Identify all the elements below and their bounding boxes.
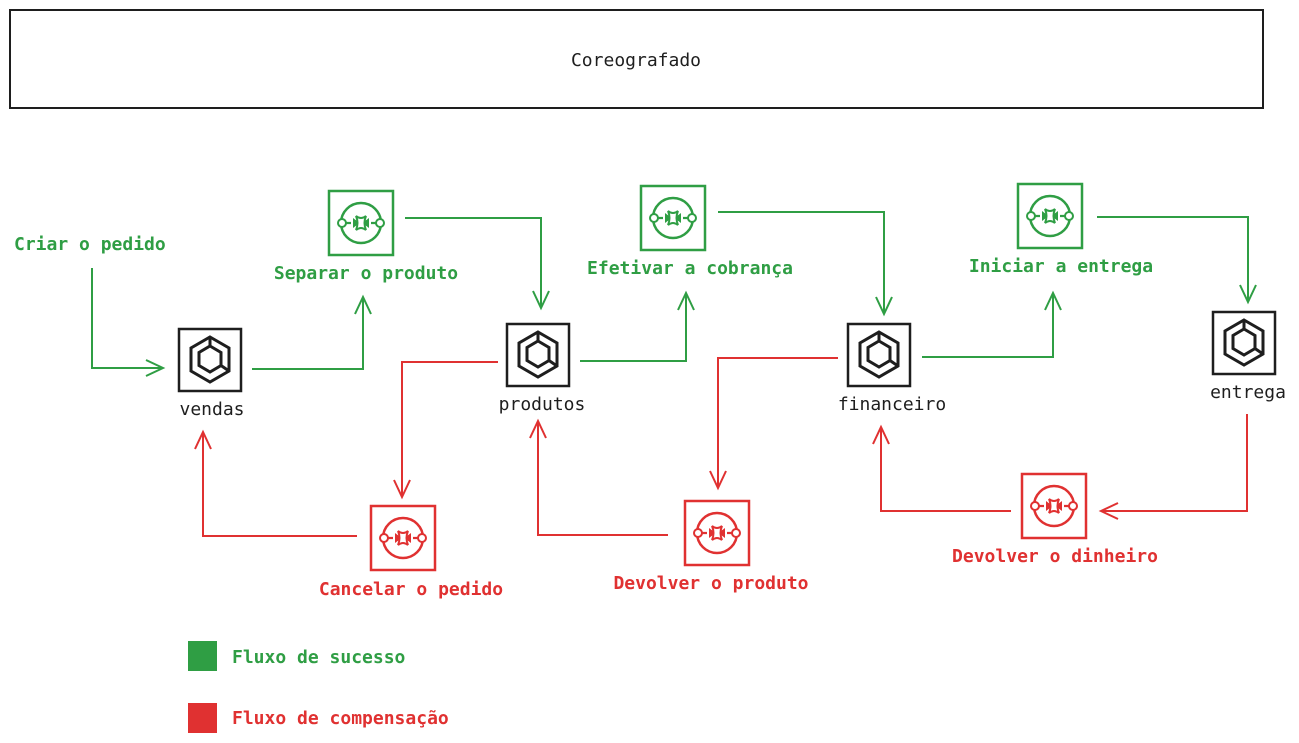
service-label: financeiro [838, 394, 946, 415]
legend-item-success: Fluxo de sucesso [188, 641, 405, 671]
service-label: entrega [1210, 382, 1286, 403]
event-icon [1020, 472, 1088, 540]
arrow-entrega-to-devolver-dinheiro [1101, 414, 1248, 512]
event-icon [639, 184, 707, 252]
service-financeiro: financeiro [838, 322, 946, 415]
event-efetivar-a-cobranca: Efetivar a cobrança [587, 184, 793, 279]
arrow-cancelar-to-vendas [202, 432, 357, 537]
legend-label: Fluxo de compensação [232, 708, 449, 729]
event-devolver-o-produto: Devolver o produto [613, 499, 809, 594]
arrow-iniciar-to-entrega [1097, 216, 1249, 302]
diagram-title: Coreografado [571, 50, 701, 71]
service-icon [177, 327, 243, 393]
legend-swatch-compensation [188, 703, 217, 733]
start-label: Criar o pedido [14, 234, 166, 255]
arrow-produtos-to-efetivar [580, 293, 687, 362]
arrow-produtos-to-cancelar [401, 361, 498, 497]
arrow-financeiro-to-iniciar [922, 293, 1054, 358]
service-icon [1211, 310, 1277, 376]
arrow-separar-to-produtos [405, 217, 542, 308]
legend: Fluxo de sucesso Fluxo de compensação [188, 641, 449, 733]
event-cancelar-o-pedido: Cancelar o pedido [319, 504, 503, 600]
service-vendas: vendas [177, 327, 245, 420]
arrow-vendas-to-separar [252, 298, 364, 370]
arrow-financeiro-to-devolver-produto [717, 357, 838, 488]
service-label: produtos [499, 394, 586, 415]
service-label: vendas [179, 399, 244, 420]
service-icon [846, 322, 912, 388]
arrow-devolver-dinheiro-to-financeiro [880, 427, 1011, 512]
event-icon [1016, 182, 1084, 250]
event-label: Cancelar o pedido [319, 579, 503, 600]
legend-label: Fluxo de sucesso [232, 647, 405, 668]
event-icon [327, 189, 395, 257]
event-label: Efetivar a cobrança [587, 258, 793, 279]
arrow-efetivar-to-financeiro [718, 211, 885, 314]
service-entrega: entrega [1210, 310, 1286, 403]
event-label: Separar o produto [274, 263, 458, 284]
event-label: Iniciar a entrega [969, 256, 1153, 277]
event-devolver-o-dinheiro: Devolver o dinheiro [952, 472, 1158, 567]
event-icon [683, 499, 751, 567]
compensation-flow-arrows [194, 357, 1248, 537]
legend-swatch-success [188, 641, 217, 671]
legend-item-compensation: Fluxo de compensação [188, 703, 449, 733]
service-produtos: produtos [499, 322, 586, 415]
event-iniciar-a-entrega: Iniciar a entrega [969, 182, 1153, 277]
event-icon [369, 504, 437, 572]
service-icon [505, 322, 571, 388]
arrow-start-to-vendas [91, 268, 162, 369]
success-flow-arrows [91, 211, 1257, 377]
title-box: Coreografado [9, 9, 1264, 109]
event-label: Devolver o produto [613, 573, 808, 594]
event-label: Devolver o dinheiro [952, 546, 1158, 567]
event-separar-o-produto: Separar o produto [274, 189, 458, 284]
arrow-devolver-produto-to-produtos [537, 421, 668, 536]
